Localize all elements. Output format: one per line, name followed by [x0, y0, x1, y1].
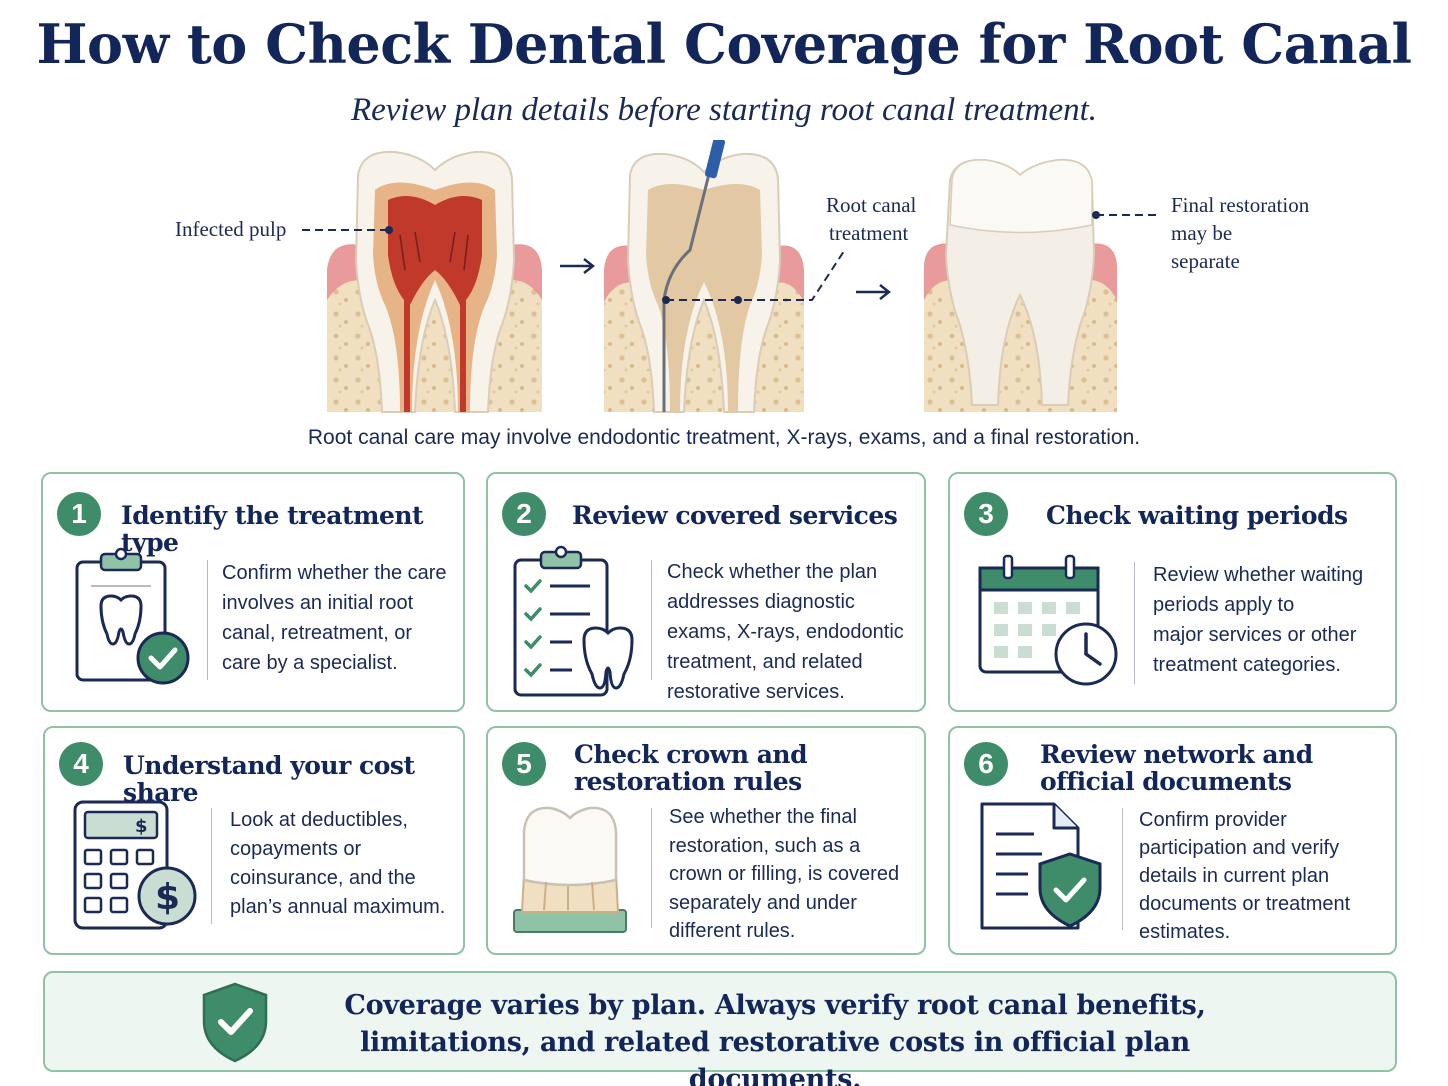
card-text-line: copayments or	[230, 838, 362, 860]
card-title: Understand your cost share	[123, 751, 415, 807]
card-treatment-type: 1 Identify the treatment type Confirm wh…	[41, 472, 465, 712]
card-text-line: addresses diagnostic	[667, 591, 855, 613]
infected-tooth-icon	[327, 150, 542, 413]
card-title: restoration rules	[574, 767, 802, 796]
checklist-tooth-icon	[513, 545, 634, 697]
step-number: 6	[964, 742, 1008, 786]
card-text-line: participation and verify	[1139, 837, 1340, 859]
card-text-line: documents or treatment	[1139, 893, 1351, 915]
callout-root-canal-line-2: treatment	[829, 221, 909, 245]
card-title: Check waiting periods	[1046, 501, 1348, 530]
card-waiting-periods: 3 Check waiting periods Review whether w…	[948, 472, 1397, 712]
calendar-clock-icon	[978, 554, 1118, 686]
page-subtitle: Review plan details before starting root…	[350, 92, 1098, 128]
document-shield-icon	[980, 802, 1102, 930]
card-text-line: separately and under	[669, 891, 857, 914]
card-text-line: See whether the final	[669, 806, 857, 828]
coverage-banner: Coverage varies by plan. Always verify r…	[43, 971, 1397, 1086]
card-title: Check crown and	[574, 740, 808, 769]
dollar-sign: $	[135, 816, 148, 837]
card-text-line: Look at deductibles,	[230, 809, 408, 831]
callout-final-line-3: separate	[1171, 249, 1240, 273]
tooth-illustrations	[302, 129, 1160, 413]
arrow-right-icon	[856, 284, 891, 300]
card-text-line: treatment, and related	[667, 651, 863, 673]
banner-line: Coverage varies by plan. Always verify r…	[344, 990, 1206, 1021]
calculator-dollar-icon: $ $	[73, 800, 197, 930]
card-title: Review network and	[1040, 740, 1313, 769]
card-text-line: different rules.	[669, 920, 796, 942]
step-number: 1	[57, 492, 101, 536]
card-cost-share: 4 Understand your cost share $ $ Look at…	[43, 726, 465, 955]
step-number: 2	[502, 492, 546, 536]
card-text-line: plan’s annual maximum.	[230, 896, 446, 918]
card-text-line: Confirm provider	[1139, 809, 1287, 831]
diagram-caption: Root canal care may involve endodontic t…	[307, 426, 1141, 449]
card-text-line: canal, retreatment, or	[222, 622, 413, 644]
card-network-documents: 6 Review network and official documents …	[948, 726, 1397, 955]
card-text-line: treatment categories.	[1153, 654, 1341, 676]
step-number: 3	[964, 492, 1008, 536]
callout-final-line-2: may be	[1171, 221, 1233, 245]
card-text-line: coinsurance, and the	[230, 867, 416, 889]
treated-tooth-icon	[604, 129, 804, 413]
card-text-line: major services or other	[1153, 624, 1357, 646]
tooth-diagram: Infected pulp Root canal treatment Final…	[0, 129, 1448, 420]
dollar-sign: $	[155, 877, 180, 918]
card-text-line: estimates.	[1139, 921, 1231, 943]
card-text-line: details in current plan	[1139, 865, 1330, 887]
callout-infected-pulp: Infected pulp	[175, 217, 287, 241]
step-number: 5	[502, 742, 546, 786]
clipboard-tooth-check-icon	[75, 547, 190, 685]
card-text-line: restoration, such as a	[669, 834, 861, 857]
card-covered-services: 2 Review covered services Check whether …	[486, 472, 926, 712]
card-title: Identify the treatment type	[121, 501, 424, 557]
card-text-line: care by a specialist.	[222, 652, 398, 674]
restored-tooth-icon	[924, 158, 1117, 412]
card-text-line: Check whether the plan	[667, 561, 878, 583]
card-text-line: Confirm whether the care	[222, 562, 447, 584]
callout-final-line-1: Final restoration	[1171, 193, 1310, 217]
card-title: official documents	[1040, 767, 1292, 796]
card-text-line: exams, X-rays, endodontic	[667, 621, 904, 643]
card-text-line: periods apply to	[1153, 594, 1295, 616]
card-text-line: involves an initial root	[222, 592, 414, 614]
banner-line: limitations, and related restorative cos…	[360, 1027, 1190, 1086]
card-title: Review covered services	[572, 501, 898, 530]
shield-check-icon	[202, 982, 268, 1063]
card-crown-rules: 5 Check crown and restoration rules See …	[486, 726, 926, 955]
card-text-line: crown or filling, is covered	[669, 863, 900, 885]
arrow-right-icon	[560, 258, 595, 274]
callout-root-canal-line-1: Root canal	[826, 193, 917, 217]
crown-model-icon	[513, 806, 627, 933]
card-text-line: Review whether waiting	[1153, 564, 1364, 586]
page-title: How to Check Dental Coverage for Root Ca…	[36, 12, 1412, 76]
step-number: 4	[59, 742, 103, 786]
card-text-line: restorative services.	[667, 681, 845, 703]
